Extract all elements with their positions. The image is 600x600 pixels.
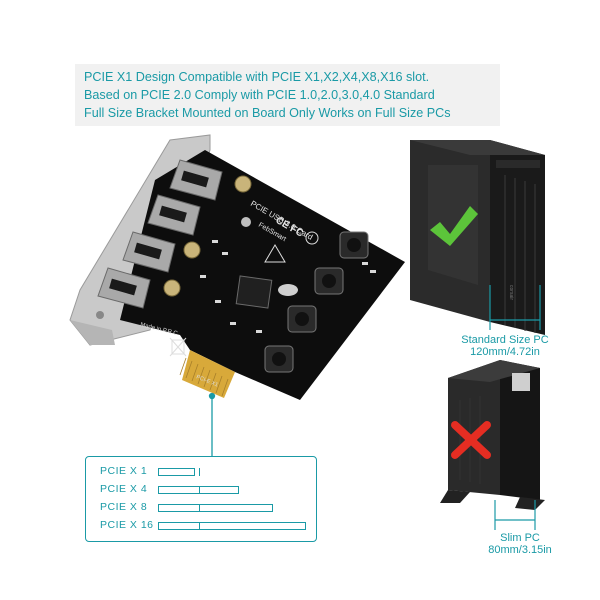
banner-line-3: Full Size Bracket Mounted on Board Only …: [84, 106, 451, 120]
capacitors: [163, 175, 252, 297]
usb-port-4: [97, 267, 151, 309]
red-x-icon: [451, 421, 491, 459]
slot-label: PCIE X 16: [100, 519, 154, 531]
standard-pc-dimension: [489, 285, 541, 330]
slot-bar: [158, 522, 306, 530]
slim-pc-tower: [440, 360, 545, 510]
slim-pc-dimension: [494, 500, 536, 530]
slot-bar: [158, 468, 201, 476]
slot-label: PCIE X 4: [100, 483, 148, 495]
standard-pc-tower: corsair: [410, 140, 545, 335]
usb-port-2: [147, 194, 201, 236]
green-check-icon: [430, 206, 478, 246]
weee-bin-icon: [169, 337, 187, 357]
slot-label: PCIE X 1: [100, 465, 148, 477]
banner-line-1: PCIE X1 Design Compatible with PCIE X1,X…: [84, 70, 430, 84]
slot-label: PCIE X 8: [100, 501, 148, 513]
pcie-usb-card: PCIE USB 3.0 Card CE FC FebSmart Made in…: [97, 150, 405, 400]
slot-bar: [158, 486, 240, 494]
usb-port-1: [169, 159, 223, 201]
slot-bar: [158, 504, 274, 512]
standard-pc-size: 120mm/4.72in: [470, 346, 540, 358]
svg-text:corsair: corsair: [508, 285, 514, 300]
usb-port-3: [122, 231, 176, 273]
info-banner: [75, 64, 500, 126]
callout-line: [208, 392, 216, 456]
crystal: [278, 284, 298, 296]
slim-pc-size: 80mm/3.15in: [488, 544, 552, 556]
slim-pc-label: Slim PC: [500, 532, 540, 544]
controller-chip: [235, 275, 273, 309]
standard-pc-label: Standard Size PC: [461, 334, 549, 346]
banner-line-2: Based on PCIE 2.0 Comply with PCIE 1.0,2…: [84, 88, 435, 102]
